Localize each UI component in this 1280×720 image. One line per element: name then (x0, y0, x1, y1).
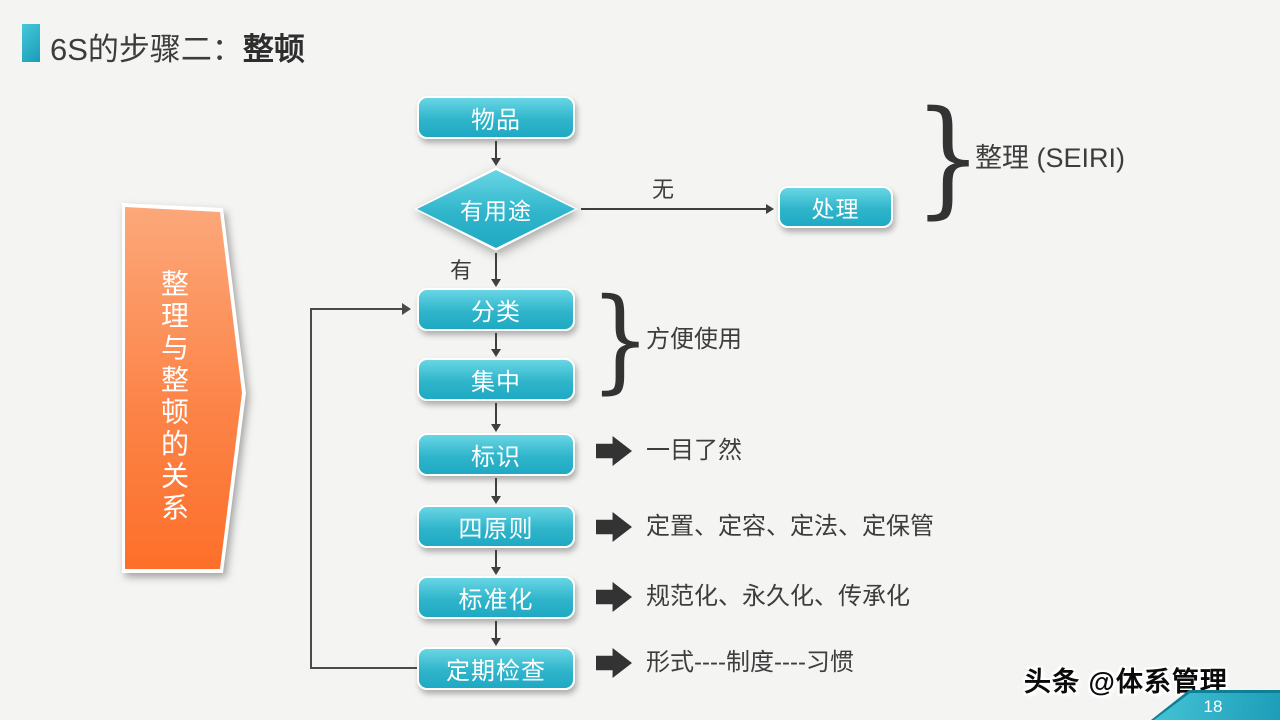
loop-line-top (310, 308, 403, 310)
arrow-down-icon (490, 333, 502, 357)
brace-seiri-icon: } (914, 84, 983, 231)
block-arrow-icon (596, 512, 632, 542)
arrow-down-icon (490, 550, 502, 575)
arrow-down-icon (490, 403, 502, 432)
annotation-row: 规范化、永久化、传承化 (646, 583, 910, 610)
annotation-row: 形式----制度----习惯 (646, 649, 854, 676)
page-title: 6S的步骤二：整顿 (50, 24, 305, 69)
node-standardize: 标准化 (417, 576, 575, 619)
page-number: 18 (1203, 697, 1223, 716)
node-items: 物品 (417, 96, 575, 139)
page-title-prefix: 6S的步骤二： (50, 32, 243, 67)
node-identify: 标识 (417, 433, 575, 476)
arrow-right-icon (581, 203, 774, 215)
annotation-row: 定置、定容、定法、定保管 (646, 513, 934, 540)
annotation-group: 方便使用 (646, 326, 742, 353)
title-accent-bar (22, 24, 40, 62)
side-banner-fill (125, 207, 242, 569)
annotation-seiri: 整理 (SEIRI) (975, 143, 1126, 173)
node-classify: 分类 (417, 288, 575, 331)
loop-arrowhead-icon (402, 303, 411, 315)
arrow-down-icon (490, 141, 502, 166)
side-banner: 整理与整顿的关系 (120, 199, 246, 577)
arrow-down-icon (490, 253, 502, 287)
edge-label-no: 无 (652, 177, 675, 202)
node-decision-useful: 有用途 (414, 167, 578, 251)
node-decision-label: 有用途 (460, 198, 532, 224)
arrow-down-icon (490, 621, 502, 646)
node-concentrate: 集中 (417, 358, 575, 401)
node-four-principles: 四原则 (417, 505, 575, 548)
block-arrow-icon (596, 436, 632, 466)
loop-line-bottom (310, 667, 417, 669)
block-arrow-icon (596, 582, 632, 612)
page-title-emphasis: 整顿 (242, 32, 305, 67)
side-banner-label: 整理与整顿的关系 (158, 269, 189, 525)
node-dispose: 处理 (778, 186, 893, 228)
edge-label-yes: 有 (450, 258, 473, 283)
arrow-down-icon (490, 478, 502, 504)
loop-line-left (310, 308, 312, 669)
block-arrow-icon (596, 648, 632, 678)
annotation-row: 一目了然 (646, 437, 742, 464)
brace-group-icon: } (590, 275, 651, 405)
node-periodic-check: 定期检查 (417, 647, 575, 690)
